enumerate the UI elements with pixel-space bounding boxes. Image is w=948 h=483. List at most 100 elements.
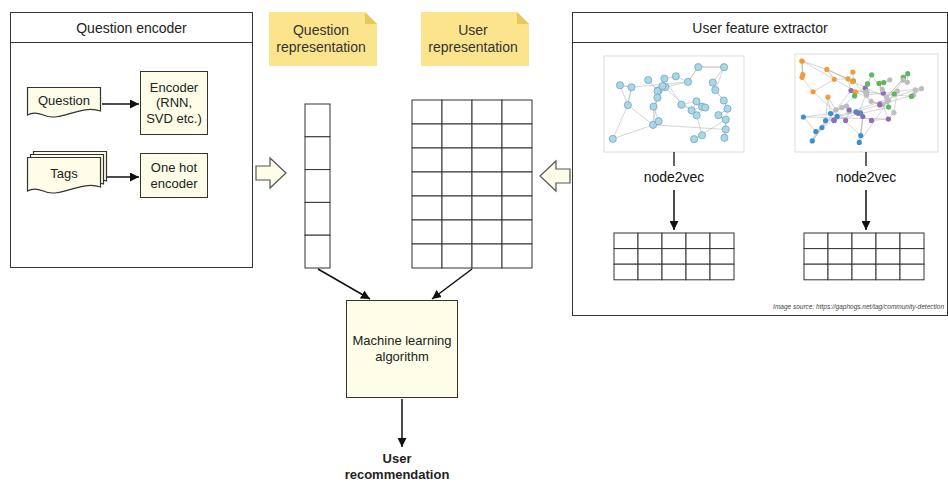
grid-cell [472, 196, 502, 220]
grid-cell [828, 233, 852, 249]
graph-edge [886, 74, 907, 98]
graph-edge [803, 114, 830, 117]
grid-cell [686, 249, 710, 265]
graph-vertex [712, 87, 719, 94]
graph-vertex [624, 101, 631, 108]
graph-vertex [659, 82, 666, 89]
grid-cell [900, 233, 924, 249]
graph-edge [886, 74, 907, 98]
grid-cell [442, 172, 472, 196]
grid-cell [305, 202, 330, 235]
document-stack: Tags [27, 157, 101, 197]
grid-cell [442, 124, 472, 148]
graph-vertex [851, 78, 856, 83]
graph-vertex [905, 71, 910, 76]
grid-cell [442, 244, 472, 268]
graph-edge [802, 61, 880, 105]
grid-cell [472, 172, 502, 196]
user-matrix [412, 100, 532, 268]
grid-cell [442, 148, 472, 172]
grid-cell [442, 220, 472, 244]
grid-cell [412, 172, 442, 196]
graph-edge [813, 79, 834, 91]
graph-vertex [724, 105, 731, 112]
graph-vertex [813, 129, 818, 134]
graph-vertex [661, 75, 668, 82]
graph-vertex [886, 105, 891, 110]
network-graph [609, 63, 731, 142]
graph-vertex [843, 118, 848, 123]
graph-vertex [824, 67, 829, 72]
graph-vertex [616, 82, 623, 89]
grid-cell [852, 264, 876, 280]
graph-vertex [892, 91, 897, 96]
grid-cell [502, 244, 532, 268]
graph-vertex [850, 79, 855, 84]
down-arrow [865, 190, 867, 230]
graph-vertex [845, 76, 850, 81]
grid-cell [472, 148, 502, 172]
graph-vertex [819, 125, 824, 130]
graph-vertex [913, 87, 918, 92]
input-arrow [318, 269, 370, 299]
graph-vertex [810, 89, 815, 94]
graph-vertex [650, 103, 657, 110]
grid-cell [305, 170, 330, 203]
grid-cell [900, 249, 924, 265]
graph-vertex [799, 58, 804, 63]
graph-vertex [832, 77, 837, 82]
grid-cell [710, 233, 734, 249]
grid-cell [828, 249, 852, 265]
graph-vertex [720, 64, 727, 71]
graph-vertex [720, 97, 727, 104]
grid-cell [472, 244, 502, 268]
process-box: One hot encoder [140, 153, 208, 198]
grid-cell [502, 148, 532, 172]
graph-vertex [919, 86, 924, 91]
graph-vertex [715, 112, 722, 119]
graph-vertex [801, 114, 806, 119]
grid-cell [305, 235, 330, 268]
graph-vertex [609, 135, 616, 142]
node-text: User representation [427, 22, 519, 56]
graph-vertex [881, 80, 886, 85]
graph-vertex [672, 73, 679, 80]
document-sheet [28, 88, 101, 118]
graph-vertex [684, 78, 691, 85]
graph-edge [613, 105, 628, 139]
image-source-note: Image source: https://gaphogs.net/tag/co… [700, 303, 944, 310]
grid-cell [502, 196, 532, 220]
node-text: Question representation [275, 22, 367, 56]
graph-vertex [839, 105, 844, 110]
node-text: One hot encoder [144, 160, 204, 191]
grid-cell [305, 137, 330, 170]
graph-vertex [869, 118, 874, 123]
graph-vertex [858, 133, 863, 138]
grid-cell [852, 249, 876, 265]
graph-vertex [909, 94, 914, 99]
grid-cell [472, 100, 502, 124]
graph-edge [813, 92, 861, 136]
graph-vertex [886, 98, 891, 103]
grid-cell [638, 249, 662, 265]
encoder-panel: QuestionEncoder (RNN, SVD etc.)TagsOne h… [10, 12, 253, 268]
grid-cell [502, 100, 532, 124]
grid-cell [804, 264, 828, 280]
grid-cell [852, 233, 876, 249]
extractor-panel: User feature extractor [572, 12, 948, 316]
graph-vertex [856, 111, 861, 116]
graph-vertex [691, 136, 698, 143]
graph-vertex [891, 110, 896, 115]
grid-cell [442, 100, 472, 124]
graph-vertex [850, 69, 855, 74]
graph-vertex [722, 116, 729, 123]
grid-cell [502, 124, 532, 148]
down-arrow [673, 190, 675, 230]
graph-image-frame [795, 54, 938, 152]
hollow-arrow [256, 158, 286, 188]
graph-vertex [698, 132, 705, 139]
graph-vertex [810, 138, 815, 143]
grid-cell [876, 233, 900, 249]
graph-vertex [865, 81, 870, 86]
